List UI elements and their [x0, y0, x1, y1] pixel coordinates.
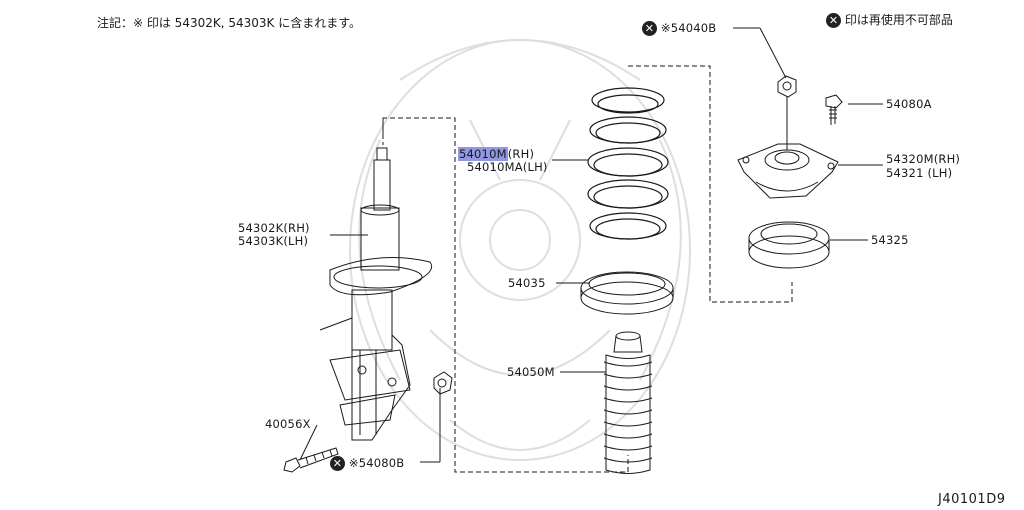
header-note: 注記：※ 印は 54302K, 54303K に含まれます。	[97, 16, 362, 30]
nut-54080b	[433, 371, 453, 395]
side-rh: (RH)	[507, 147, 535, 161]
label-54321-lh[interactable]: 54321 (LH)	[886, 166, 953, 180]
label-54320m-rh[interactable]: 54320M(RH)	[886, 152, 961, 166]
spring-seat-54035	[580, 271, 674, 315]
label-54080a[interactable]: 54080A	[886, 97, 932, 111]
strut-assembly	[319, 147, 433, 441]
label-40056x[interactable]: 40056X	[265, 417, 311, 431]
leader-lines	[299, 27, 883, 463]
nut-54040b	[777, 75, 797, 150]
coil-spring	[587, 87, 669, 240]
part-number-text: ※54040B	[660, 21, 717, 35]
label-54303k-lh[interactable]: 54303K(LH)	[238, 234, 309, 248]
highlighted-part-number: 54010M	[458, 147, 508, 161]
label-54040b[interactable]: ✕ ※54040B	[642, 21, 716, 36]
label-54302k-rh[interactable]: 54302K(RH)	[238, 221, 310, 235]
label-54010m-rh[interactable]: 54010M(RH)	[458, 147, 535, 161]
watermark-emblem	[349, 39, 691, 461]
label-54080b[interactable]: ✕ ※54080B	[330, 456, 404, 471]
non-reusable-x-icon: ✕	[642, 21, 657, 36]
non-reusable-x-icon: ✕	[826, 13, 841, 28]
label-54050m[interactable]: 54050M	[507, 365, 555, 379]
dashed-group-box	[382, 65, 793, 473]
part-number-text: ※54080B	[348, 456, 405, 470]
label-54035[interactable]: 54035	[508, 276, 546, 290]
legend-text: 印は再使用不可部品	[844, 13, 953, 27]
label-54010ma-lh[interactable]: 54010MA(LH)	[467, 160, 548, 174]
label-54325[interactable]: 54325	[871, 233, 909, 247]
strut-mount-54320m	[737, 143, 839, 199]
bolt-54080a	[825, 94, 843, 125]
diagram-id: J40101D9	[938, 492, 1006, 507]
dust-boot-54050m	[603, 331, 653, 474]
bolt-40056x	[283, 447, 339, 473]
bearing-54325	[748, 221, 830, 269]
non-reusable-x-icon: ✕	[330, 456, 345, 471]
legend: ✕ 印は再使用不可部品	[826, 11, 953, 28]
